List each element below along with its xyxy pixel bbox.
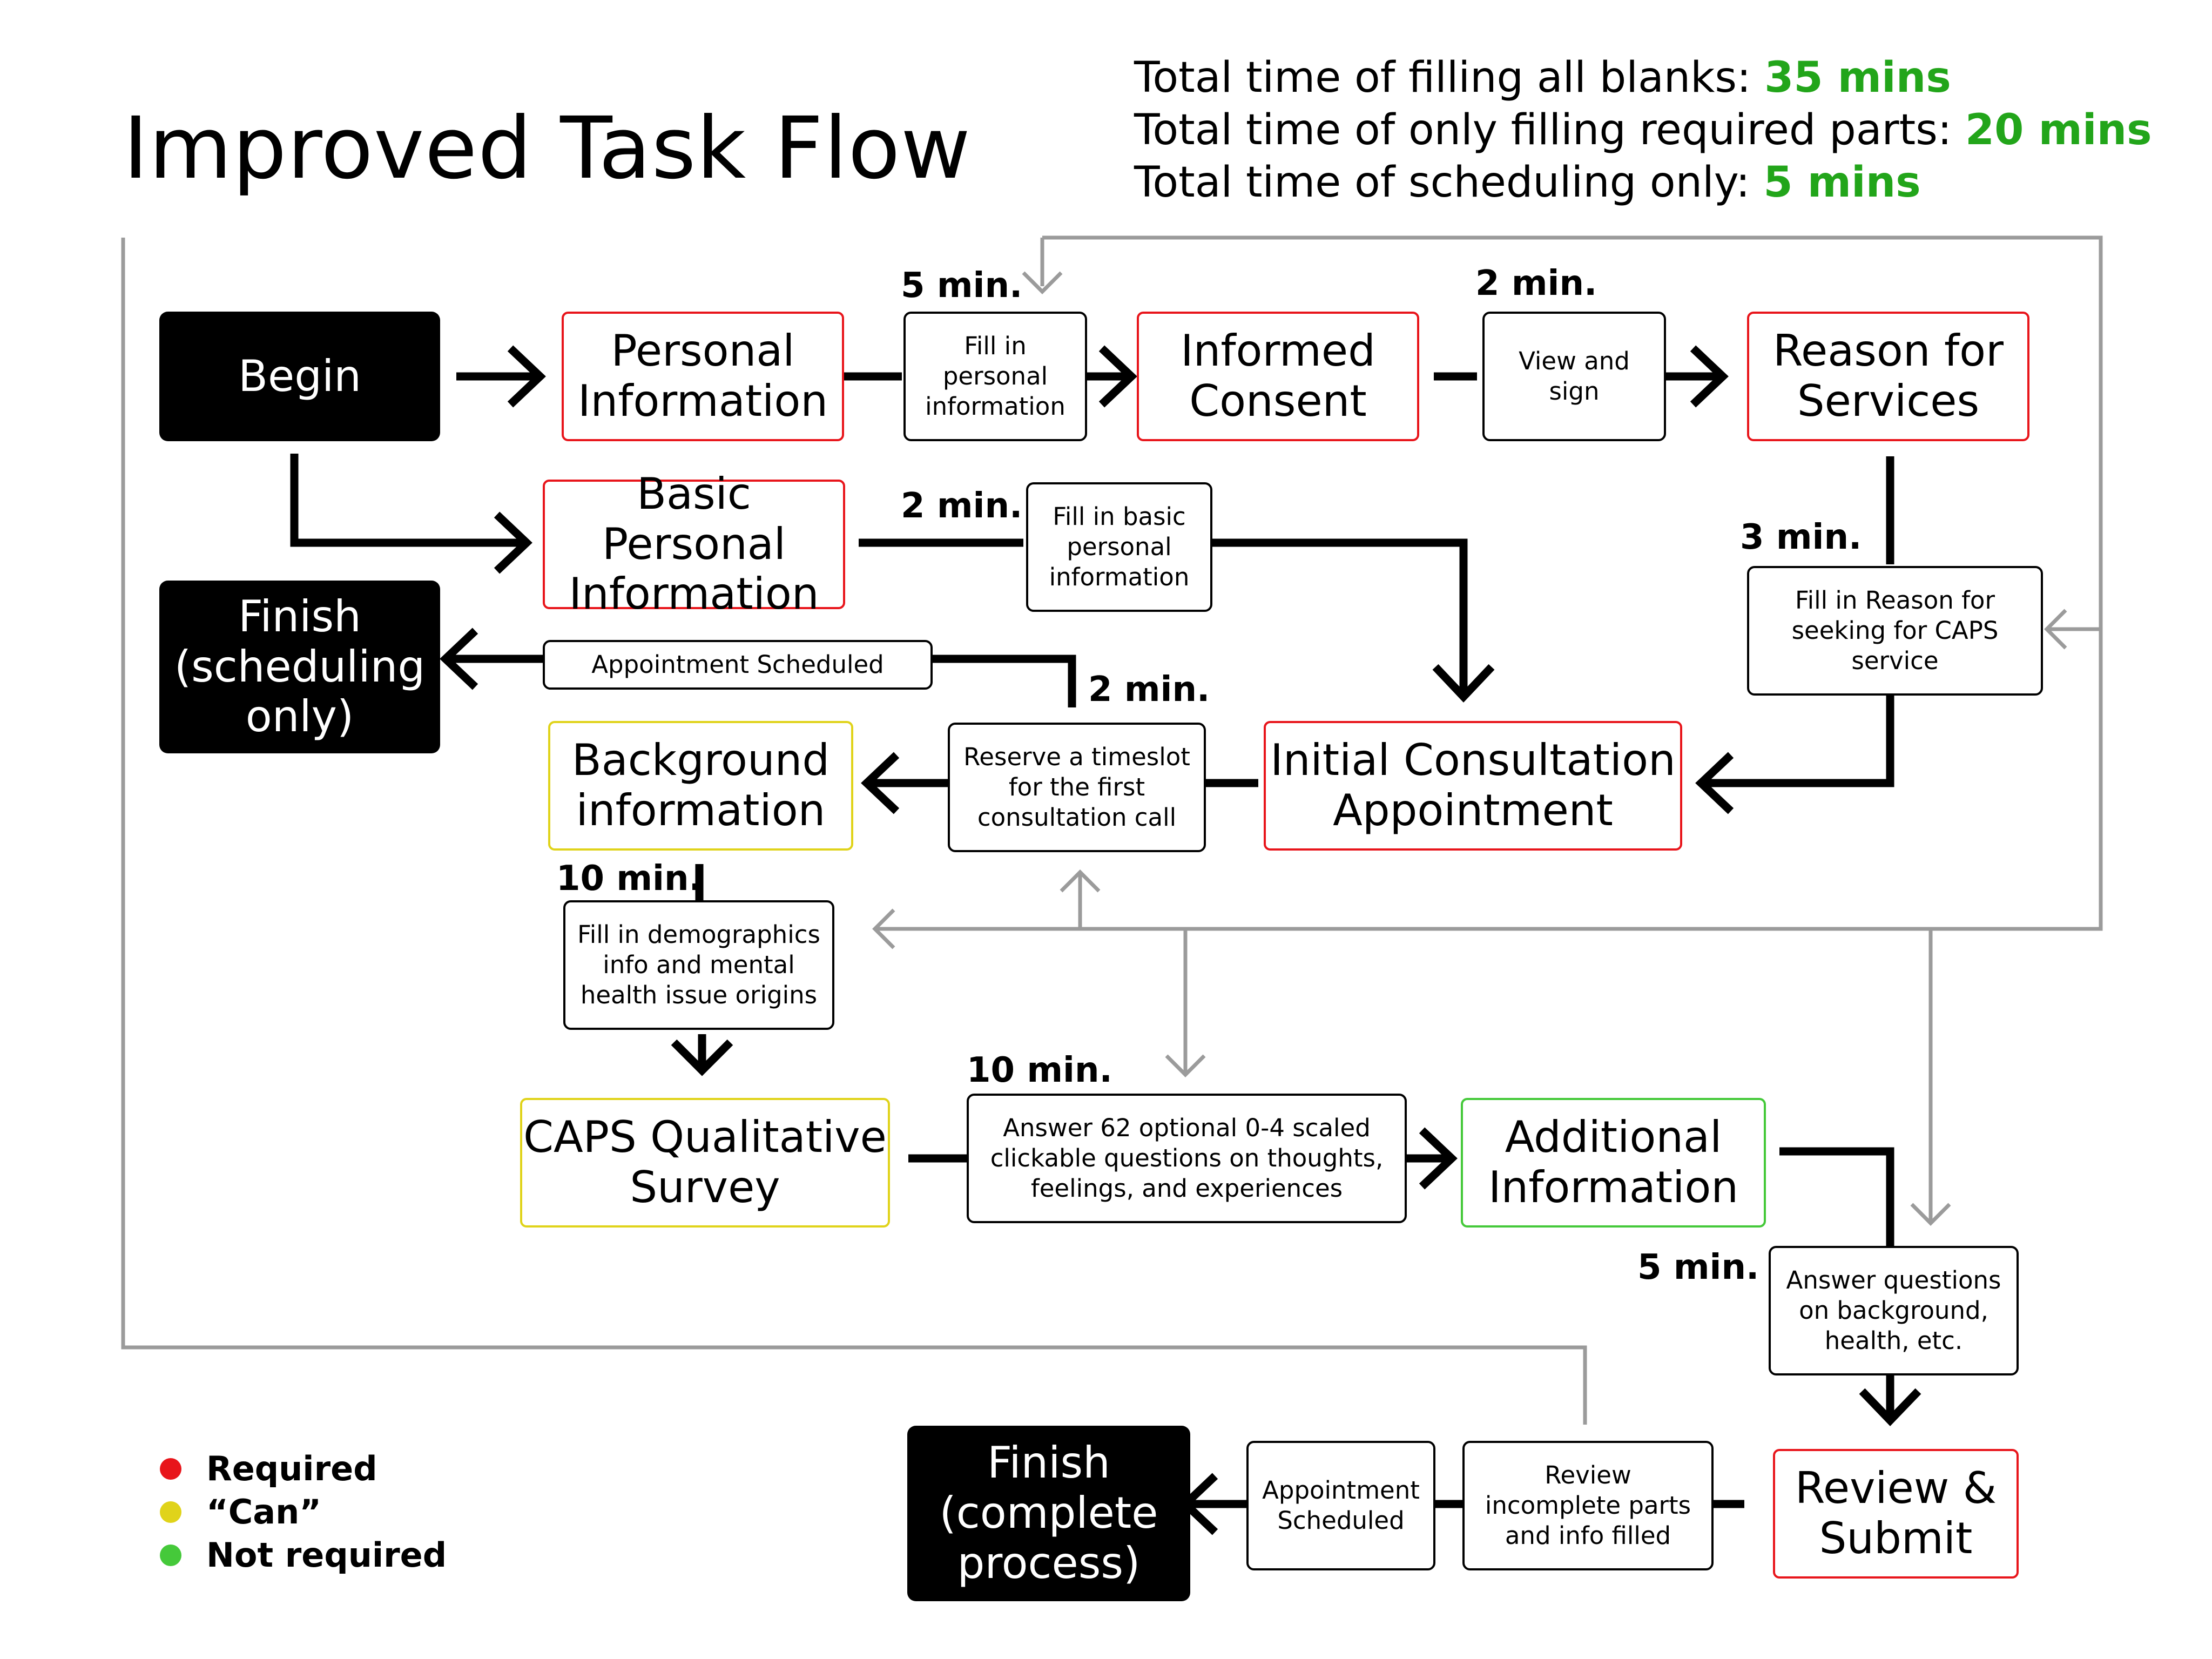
total-scheduling-only: Total time of scheduling only: 5 mins xyxy=(1134,157,2152,209)
begin-node: Begin xyxy=(159,312,440,441)
task-label: Appointment Scheduled xyxy=(591,650,884,679)
node-label: Basic Personal Information xyxy=(569,468,819,619)
finish-complete-node: Finish (complete process) xyxy=(907,1426,1190,1601)
legend-not-required: Not required xyxy=(157,1534,447,1577)
total-label: Total time of only filling required part… xyxy=(1134,106,1952,154)
node-label: Personal Information xyxy=(577,326,828,426)
task-label: Review incomplete parts and info filled xyxy=(1485,1460,1691,1550)
time-summary: Total time of filling all blanks: 35 min… xyxy=(1134,52,2152,209)
task-label: Answer 62 optional 0-4 scaled clickable … xyxy=(990,1113,1384,1203)
total-label: Total time of scheduling only: xyxy=(1134,158,1750,207)
fill-demographics-task: Fill in demographics info and mental hea… xyxy=(563,900,834,1030)
legend-label: Not required xyxy=(206,1535,447,1575)
node-label: Additional Information xyxy=(1488,1112,1739,1212)
background-information-node: Background information xyxy=(548,721,853,851)
time-reason: 3 min. xyxy=(1740,517,1862,557)
total-value: 20 mins xyxy=(1965,106,2152,154)
total-value: 35 mins xyxy=(1764,53,1951,102)
legend-can: “Can” xyxy=(157,1491,447,1534)
node-label: Initial Consultation Appointment xyxy=(1270,735,1676,835)
task-label: Fill in demographics info and mental hea… xyxy=(577,920,820,1010)
legend-label: “Can” xyxy=(206,1492,321,1532)
legend-dot xyxy=(160,1458,181,1480)
task-label: Appointment Scheduled xyxy=(1262,1475,1420,1535)
additional-information-node: Additional Information xyxy=(1461,1098,1766,1228)
task-label: Fill in Reason for seeking for CAPS serv… xyxy=(1791,585,1999,676)
task-label: Answer questions on background, health, … xyxy=(1786,1265,2001,1355)
time-survey: 10 min. xyxy=(967,1050,1112,1090)
task-label: View and sign xyxy=(1519,346,1630,406)
legend: Required “Can” Not required xyxy=(157,1447,447,1577)
fill-personal-task: Fill in personal information xyxy=(903,312,1087,441)
review-submit-node: Review & Submit xyxy=(1773,1449,2019,1579)
time-basic: 2 min. xyxy=(901,486,1023,526)
task-label: Fill in personal information xyxy=(925,331,1065,421)
answer-background-task: Answer questions on background, health, … xyxy=(1769,1246,2019,1375)
node-label: Begin xyxy=(238,350,361,401)
time-reserve: 2 min. xyxy=(1088,670,1210,710)
node-label: Finish (scheduling only) xyxy=(174,591,426,742)
personal-information-node: Personal Information xyxy=(562,312,844,441)
total-required-parts: Total time of only filling required part… xyxy=(1134,104,2152,157)
caps-qualitative-survey-node: CAPS Qualitative Survey xyxy=(520,1098,890,1228)
finish-scheduling-node: Finish (scheduling only) xyxy=(159,581,440,753)
time-background: 10 min. xyxy=(556,859,702,899)
basic-personal-information-node: Basic Personal Information xyxy=(543,469,845,619)
total-label: Total time of filling all blanks: xyxy=(1134,53,1751,102)
legend-label: Required xyxy=(206,1449,377,1488)
view-sign-task: View and sign xyxy=(1482,312,1666,441)
initial-consultation-node: Initial Consultation Appointment xyxy=(1264,721,1682,851)
time-personal: 5 min. xyxy=(901,266,1023,306)
review-incomplete-task: Review incomplete parts and info filled xyxy=(1462,1441,1714,1570)
total-all-blanks: Total time of filling all blanks: 35 min… xyxy=(1134,52,2152,104)
fill-reason-task: Fill in Reason for seeking for CAPS serv… xyxy=(1747,566,2043,696)
node-label: Review & Submit xyxy=(1795,1463,1997,1563)
reason-for-services-node: Reason for Services xyxy=(1747,312,2029,441)
node-label: Background information xyxy=(571,735,830,835)
legend-required: Required xyxy=(157,1447,447,1491)
page-title: Improved Task Flow xyxy=(123,99,972,198)
reserve-timeslot-task: Reserve a timeslot for the first consult… xyxy=(948,723,1206,852)
answer-62-questions-task: Answer 62 optional 0-4 scaled clickable … xyxy=(967,1094,1407,1223)
legend-dot xyxy=(160,1545,181,1566)
time-additional: 5 min. xyxy=(1637,1247,1759,1287)
informed-consent-node: Informed Consent xyxy=(1137,312,1419,441)
total-value: 5 mins xyxy=(1763,158,1921,207)
node-label: Informed Consent xyxy=(1181,326,1375,426)
appointment-scheduled-bottom-task: Appointment Scheduled xyxy=(1246,1441,1435,1570)
appointment-scheduled-top-task: Appointment Scheduled xyxy=(543,640,933,690)
fill-basic-task: Fill in basic personal information xyxy=(1026,482,1212,612)
task-label: Fill in basic personal information xyxy=(1049,502,1190,592)
main-flow-lines xyxy=(290,345,1921,1535)
time-consent: 2 min. xyxy=(1475,264,1597,304)
node-label: Reason for Services xyxy=(1773,326,2004,426)
node-label: CAPS Qualitative Survey xyxy=(523,1112,887,1212)
loop-back-lines xyxy=(121,235,2103,1425)
task-label: Reserve a timeslot for the first consult… xyxy=(963,742,1190,832)
legend-dot xyxy=(160,1501,181,1523)
node-label: Finish (complete process) xyxy=(939,1438,1158,1588)
